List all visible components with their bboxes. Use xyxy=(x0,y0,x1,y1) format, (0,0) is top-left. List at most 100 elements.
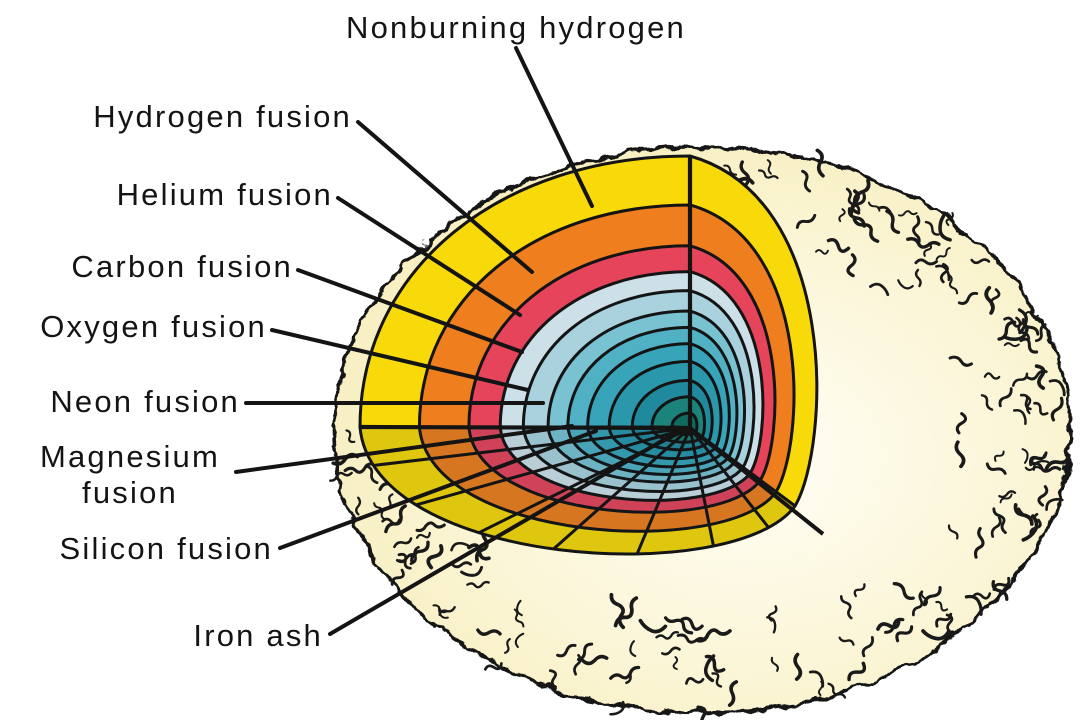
squiggle-mark xyxy=(696,705,709,720)
squiggle-mark xyxy=(997,320,1017,341)
squiggle-mark xyxy=(1050,396,1064,422)
squiggle-mark xyxy=(808,670,825,688)
squiggle-mark xyxy=(845,187,861,212)
label-hydrogen-fusion-leader xyxy=(356,120,534,274)
squiggle-mark xyxy=(476,628,502,636)
squiggle-mark xyxy=(897,210,918,217)
squiggle-mark xyxy=(815,249,829,255)
squiggle-mark xyxy=(1017,308,1028,335)
squiggle-mark xyxy=(663,616,694,635)
squiggle-mark xyxy=(989,288,1001,308)
squiggle-mark xyxy=(704,654,726,673)
squiggle-mark xyxy=(1028,451,1048,467)
squiggle-mark xyxy=(924,220,940,236)
floor-radial-line xyxy=(373,426,691,467)
floor-radial-line xyxy=(415,426,691,507)
squiggle-mark xyxy=(793,652,803,681)
squiggle-mark xyxy=(1024,311,1039,319)
squiggle-mark xyxy=(912,215,921,245)
squiggle-mark xyxy=(390,568,405,586)
squiggle-mark xyxy=(847,661,867,682)
squiggle-mark xyxy=(757,169,779,180)
label-nonburning-hydrogen: Nonburning hydrogen xyxy=(346,10,686,45)
squiggle-mark xyxy=(970,258,991,265)
label-carbon-fusion: Carbon fusion xyxy=(71,249,293,284)
squiggle-mark xyxy=(847,207,866,228)
squiggle-mark xyxy=(935,612,953,628)
squiggle-mark xyxy=(839,595,853,620)
squiggle-mark xyxy=(991,579,1009,601)
label-magnesium-fusion-leader xyxy=(234,424,574,474)
squiggle-mark xyxy=(912,590,924,617)
squiggle-mark xyxy=(393,537,413,549)
squiggle-mark xyxy=(770,656,779,672)
squiggle-mark xyxy=(1029,518,1042,537)
squiggle-mark xyxy=(1019,393,1032,411)
label-hydrogen-fusion: Hydrogen fusion xyxy=(93,99,352,134)
squiggle-mark xyxy=(723,164,738,176)
squiggle-mark xyxy=(795,213,817,229)
squiggle-mark xyxy=(999,493,1013,504)
squiggle-mark xyxy=(727,680,739,707)
squiggle-mark xyxy=(992,507,1007,535)
squiggle-mark xyxy=(921,629,951,641)
squiggle-mark xyxy=(852,178,871,206)
squiggle-mark xyxy=(838,208,846,223)
label-iron-ash-leader xyxy=(328,426,686,636)
squiggle-mark xyxy=(703,654,716,683)
squiggle-mark xyxy=(1034,364,1046,390)
squiggle-mark xyxy=(815,148,825,178)
squiggle-mark xyxy=(983,372,1001,380)
squiggle-mark xyxy=(984,285,995,315)
squiggle-mark xyxy=(957,291,979,305)
squiggle-mark xyxy=(998,387,1013,408)
squiggle-mark xyxy=(415,531,431,539)
squiggle-mark xyxy=(846,253,857,278)
squiggle-mark xyxy=(1002,326,1029,341)
squiggle-mark xyxy=(876,617,901,631)
squiggle-mark xyxy=(450,561,473,569)
layer-labels: Nonburning hydrogen Hydrogen fusion Heli… xyxy=(40,10,686,653)
label-silicon-fusion: Silicon fusion xyxy=(60,531,273,566)
squiggle-mark xyxy=(920,590,928,606)
squiggle-mark xyxy=(661,646,681,656)
squiggle-mark xyxy=(985,462,1007,475)
label-oxygen-fusion: Oxygen fusion xyxy=(40,309,267,344)
floor-radial-line xyxy=(552,426,691,551)
floor-radial-line xyxy=(635,427,692,555)
squiggle-mark xyxy=(1019,337,1039,354)
squiggle-mark xyxy=(426,544,444,570)
squiggle-mark xyxy=(838,636,855,646)
squiggle-mark xyxy=(766,159,772,175)
squiggle-mark xyxy=(609,700,625,716)
squiggle-mark xyxy=(964,594,983,616)
squiggle-mark xyxy=(948,274,959,295)
squiggle-mark xyxy=(1044,453,1071,471)
cutaway-shells xyxy=(358,154,819,556)
squiggle-mark xyxy=(548,669,557,689)
squiggle-mark xyxy=(1045,497,1064,512)
squiggle-mark xyxy=(680,616,704,631)
squiggle-mark xyxy=(955,412,968,435)
squiggle-mark xyxy=(609,665,641,680)
squiggle-mark xyxy=(1015,316,1031,340)
right-floor-edge xyxy=(688,426,825,536)
squiggle-mark xyxy=(1012,408,1027,426)
squiggle-mark xyxy=(914,268,922,288)
floor-radial-line xyxy=(688,427,715,547)
squiggle-mark xyxy=(466,580,490,589)
squiggle-mark xyxy=(1030,461,1062,473)
squiggle-mark xyxy=(1037,485,1049,507)
squiggle-mark xyxy=(853,583,866,598)
label-oxygen-fusion-leader xyxy=(270,328,530,392)
squiggle-mark xyxy=(938,214,952,242)
squiggle-mark xyxy=(672,656,679,670)
squiggle-mark xyxy=(869,282,890,297)
squiggle-mark xyxy=(381,517,401,526)
squiggle-mark xyxy=(1021,448,1029,464)
squiggle-mark xyxy=(993,450,1005,462)
squiggle-mark xyxy=(364,464,379,485)
squiggle-mark xyxy=(948,355,973,367)
squiggle-mark xyxy=(629,640,637,658)
